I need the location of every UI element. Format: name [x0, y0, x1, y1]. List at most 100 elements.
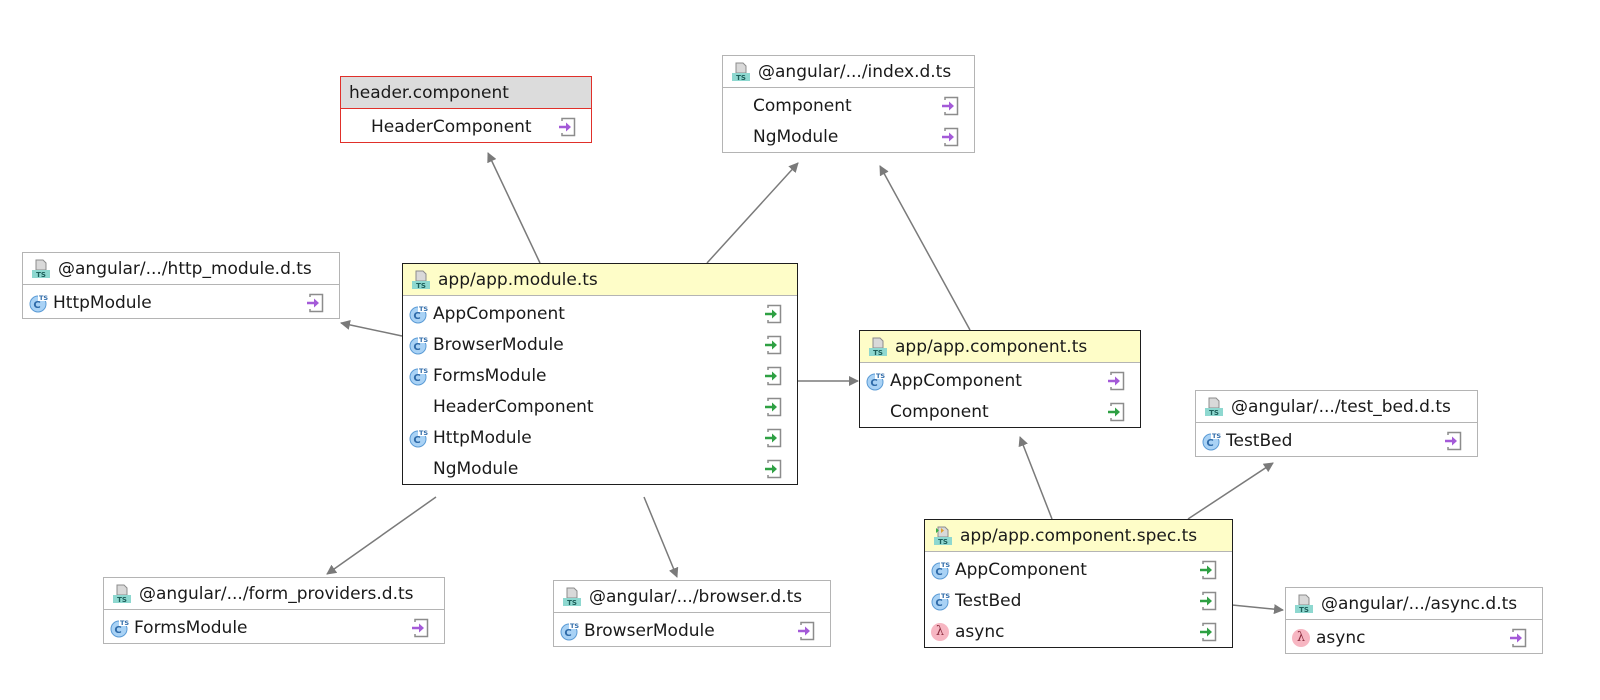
node-header: header.component [341, 77, 591, 109]
import-arrow-icon [765, 304, 782, 324]
list-item[interactable]: NgModule [723, 121, 974, 152]
class-icon: CTS [560, 620, 580, 640]
list-item[interactable]: Component [723, 90, 974, 121]
node-title: @angular/.../form_providers.d.ts [139, 583, 414, 604]
node-title: header.component [349, 82, 509, 103]
svg-text:TS: TS [36, 271, 46, 279]
class-icon: CTS [409, 365, 429, 385]
svg-text:C: C [935, 567, 942, 578]
svg-text:C: C [564, 628, 571, 639]
class-icon: CTS [1202, 430, 1222, 450]
row-label: HttpModule [433, 427, 532, 448]
import-arrow-icon [1200, 591, 1217, 611]
node-title: app/app.component.ts [895, 336, 1088, 357]
ts-file-icon: TS [1294, 594, 1314, 614]
row-label: async [1316, 627, 1366, 648]
class-icon: CTS [931, 559, 951, 579]
edge-spec-to-async [1231, 604, 1284, 615]
row-label: Component [890, 401, 989, 422]
ts-file-icon: TS [731, 62, 751, 82]
list-item[interactable]: Component [860, 396, 1140, 427]
svg-text:C: C [33, 300, 40, 311]
svg-text:C: C [1206, 438, 1213, 449]
row-label: HeaderComponent [371, 116, 532, 137]
svg-text:TS: TS [1209, 409, 1219, 417]
lambda-icon: λ [1292, 628, 1310, 647]
ts-file-icon: TS [31, 259, 51, 279]
node-header: TS app/app.module.ts [403, 264, 797, 296]
svg-text:TS: TS [736, 74, 746, 82]
ts-file-icon: TS [868, 337, 888, 357]
row-label: FormsModule [134, 617, 248, 638]
list-item[interactable]: HeaderComponent [341, 111, 591, 142]
node-rows: HeaderComponent [341, 109, 591, 142]
svg-text:TS: TS [120, 619, 129, 627]
row-label: AppComponent [955, 559, 1087, 580]
lambda-icon: λ [931, 622, 949, 641]
import-arrow-icon [765, 335, 782, 355]
svg-text:TS: TS [938, 538, 948, 546]
row-label: TestBed [1226, 430, 1293, 451]
node-header: TS @angular/.../async.d.ts [1286, 588, 1542, 620]
list-item[interactable]: HeaderComponent [403, 391, 797, 422]
svg-text:C: C [935, 598, 942, 609]
class-icon: CTS [931, 590, 951, 610]
row-label: HttpModule [53, 292, 152, 313]
svg-text:TS: TS [873, 349, 883, 357]
row-label: async [955, 621, 1005, 642]
import-arrow-icon [1200, 560, 1217, 580]
node-header-component[interactable]: header.component HeaderComponent [340, 76, 592, 143]
list-item[interactable]: NgModule [403, 453, 797, 484]
row-label: NgModule [753, 126, 839, 147]
node-title: @angular/.../http_module.d.ts [58, 258, 312, 279]
ts-file-icon: TS [562, 587, 582, 607]
export-arrow-icon [1445, 431, 1462, 451]
svg-text:C: C [413, 342, 420, 353]
svg-text:TS: TS [419, 336, 428, 344]
import-arrow-icon [1108, 402, 1125, 422]
svg-text:TS: TS [567, 599, 577, 607]
row-label: FormsModule [433, 365, 547, 386]
ts-file-icon: TS [1204, 397, 1224, 417]
row-label: BrowserModule [584, 620, 715, 641]
export-arrow-icon [942, 96, 959, 116]
ts-spec-file-icon: TS [933, 526, 953, 546]
svg-text:TS: TS [1299, 606, 1309, 614]
svg-text:TS: TS [941, 592, 950, 600]
class-icon: CTS [866, 370, 886, 390]
node-index-dts[interactable]: TS @angular/.../index.d.ts Component NgM… [722, 55, 975, 153]
export-arrow-icon [412, 618, 429, 638]
export-arrow-icon [942, 127, 959, 147]
row-label: TestBed [955, 590, 1022, 611]
svg-text:TS: TS [419, 367, 428, 375]
import-arrow-icon [765, 428, 782, 448]
svg-text:TS: TS [570, 622, 579, 630]
export-arrow-icon [798, 621, 815, 641]
node-title: @angular/.../browser.d.ts [589, 586, 803, 607]
